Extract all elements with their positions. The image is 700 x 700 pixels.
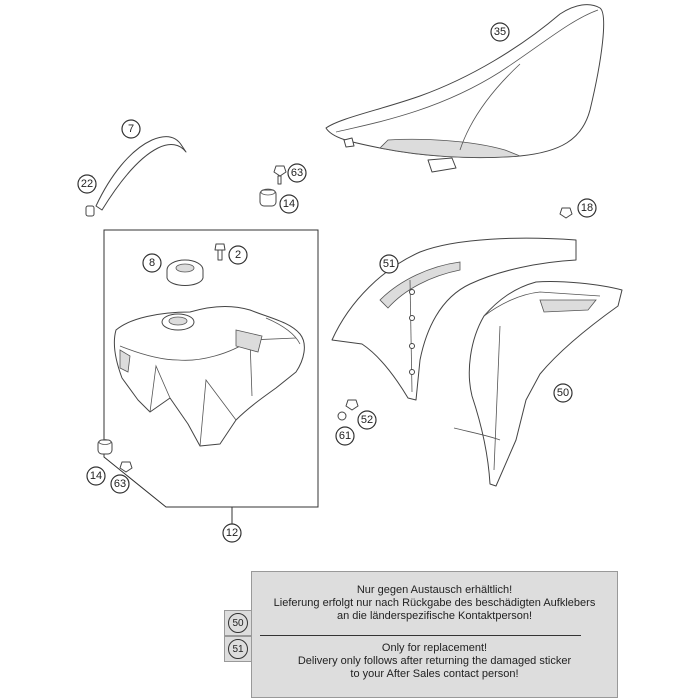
spoiler-hardware-drawing	[337, 399, 359, 421]
note-divider	[260, 635, 581, 636]
callout-35: 35	[490, 22, 510, 42]
callout-63-lower-label: 63	[114, 478, 126, 490]
callout-61: 61	[335, 426, 355, 446]
callout-50: 50	[553, 383, 573, 403]
callout-22-label: 22	[81, 178, 93, 190]
callout-12-label: 12	[226, 527, 238, 539]
callout-18: 18	[577, 198, 597, 218]
callout-12: 12	[222, 523, 242, 543]
screw-18-drawing	[559, 207, 573, 219]
callout-14-upper-label: 14	[283, 198, 295, 210]
note-en-line-3: to your After Sales contact person!	[350, 668, 519, 680]
spoiler-left-drawing	[331, 237, 577, 401]
fuel-tank-drawing	[113, 305, 305, 447]
callout-61-label: 61	[339, 430, 351, 442]
callout-63-upper: 63	[287, 163, 307, 183]
callout-52-label: 52	[361, 414, 373, 426]
callout-8-label: 8	[149, 257, 155, 269]
callout-35-label: 35	[494, 26, 506, 38]
note-reference-column: 50 51	[224, 610, 252, 662]
note-english: Only for replacement! Delivery only foll…	[252, 642, 617, 681]
note-ref-51-label: 51	[228, 639, 248, 659]
vent-hose-drawing	[79, 136, 187, 217]
callout-18-label: 18	[581, 202, 593, 214]
note-ref-51: 51	[224, 636, 252, 662]
callout-2-label: 2	[235, 249, 241, 261]
callout-22: 22	[77, 174, 97, 194]
note-ref-50-label: 50	[228, 613, 248, 633]
note-en-line-2: Delivery only follows after returning th…	[297, 655, 572, 667]
callout-51: 51	[379, 254, 399, 274]
note-en-line-1: Only for replacement!	[381, 642, 488, 654]
callout-52: 52	[357, 410, 377, 430]
note-de-line-1: Nur gegen Austausch erhältlich!	[356, 584, 513, 596]
tank-assembly-frame	[103, 229, 319, 508]
note-german: Nur gegen Austausch erhältlich! Lieferun…	[252, 584, 617, 623]
callout-8: 8	[142, 253, 162, 273]
note-ref-50: 50	[224, 610, 252, 636]
callout-7-label: 7	[128, 123, 134, 135]
callout-2: 2	[228, 245, 248, 265]
callout-63-lower: 63	[110, 474, 130, 494]
callout-14-lower: 14	[86, 466, 106, 486]
callout-14-lower-label: 14	[90, 470, 102, 482]
spoiler-right-drawing	[453, 280, 623, 487]
seat-drawing	[325, 4, 605, 173]
note-de-line-3: an die länderspezifische Kontaktperson!	[336, 610, 533, 622]
lower-hardware-drawing	[97, 439, 133, 473]
fuel-cap-drawing	[166, 243, 226, 286]
callout-51-label: 51	[383, 258, 395, 270]
callout-14-upper: 14	[279, 194, 299, 214]
upper-hardware-drawing	[259, 165, 287, 207]
callout-7: 7	[121, 119, 141, 139]
callout-63-upper-label: 63	[291, 167, 303, 179]
callout-50-label: 50	[557, 387, 569, 399]
note-de-line-2: Lieferung erfolgt nur nach Rückgabe des …	[273, 597, 596, 609]
replacement-note: Nur gegen Austausch erhältlich! Lieferun…	[251, 571, 618, 698]
